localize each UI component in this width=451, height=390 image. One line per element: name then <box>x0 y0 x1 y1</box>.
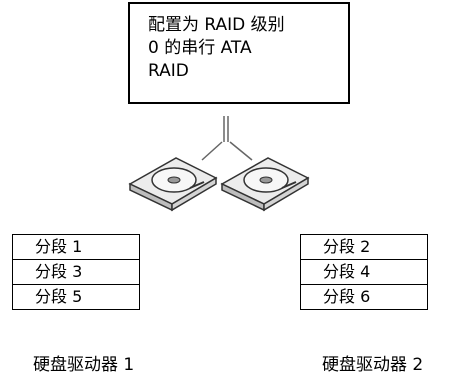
title-line-1: 配置为 RAID 级别 <box>148 15 285 35</box>
drive-2-label: 硬盘驱动器 2 <box>322 355 424 375</box>
segment-cell: 分段 3 <box>12 259 140 285</box>
segment-cell: 分段 1 <box>12 234 140 260</box>
connector-lines <box>201 116 253 161</box>
title-line-3: RAID <box>148 61 189 81</box>
title-line-2: 0 的串行 ATA <box>148 38 252 58</box>
drive-2-segments-table: 分段 2 分段 4 分段 6 <box>300 234 428 310</box>
drive-1-segments-table: 分段 1 分段 3 分段 5 <box>12 234 140 310</box>
segment-cell: 分段 6 <box>300 284 428 310</box>
hard-drive-icon <box>220 157 310 212</box>
segment-cell: 分段 2 <box>300 234 428 260</box>
drive-1-label: 硬盘驱动器 1 <box>33 355 135 375</box>
hard-drive-icon <box>128 157 218 212</box>
segment-cell: 分段 4 <box>300 259 428 285</box>
raid-title-box: 配置为 RAID 级别 0 的串行 ATA RAID <box>128 2 350 104</box>
segment-cell: 分段 5 <box>12 284 140 310</box>
